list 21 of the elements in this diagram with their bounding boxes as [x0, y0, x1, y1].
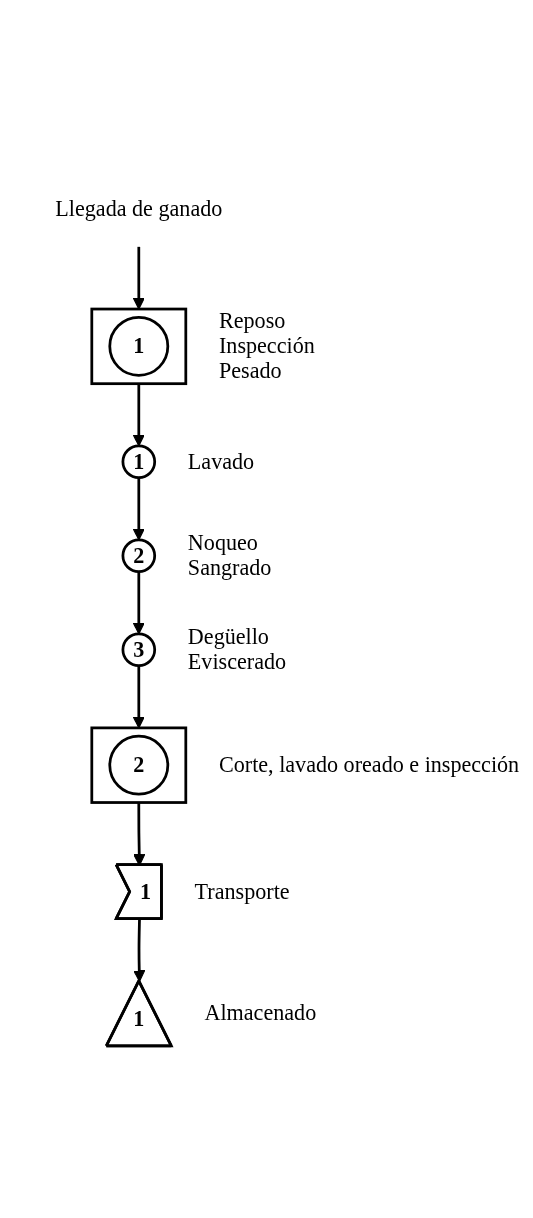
step-description: Pesado — [219, 358, 282, 384]
step-description: Lavado — [187, 448, 255, 474]
step-description: Degüello — [187, 624, 269, 650]
operation-circle: 2 — [121, 538, 157, 574]
step-description: Almacenado — [204, 1000, 317, 1026]
step-description: Eviscerado — [187, 649, 287, 675]
step-description: Inspección — [219, 333, 315, 359]
storage-triangle: 1 — [104, 979, 173, 1048]
combined-operation-inspection-symbol: 1 — [90, 307, 188, 386]
start-text: Llegada de ganado — [55, 197, 223, 221]
operation-circle: 3 — [121, 632, 157, 668]
step-description: Corte, lavado oreado e inspección — [219, 752, 520, 778]
arrow — [133, 919, 146, 983]
step-description: Noqueo — [187, 530, 258, 556]
operation-circle: 1 — [121, 444, 157, 480]
transport-arrow-symbol: 1 — [114, 863, 163, 920]
step-description: Sangrado — [187, 555, 272, 581]
combined-operation-inspection-symbol: 2 — [90, 726, 188, 804]
step-description: Reposo — [219, 308, 286, 334]
step-description: Transporte — [194, 878, 290, 904]
arrow — [132, 246, 145, 310]
